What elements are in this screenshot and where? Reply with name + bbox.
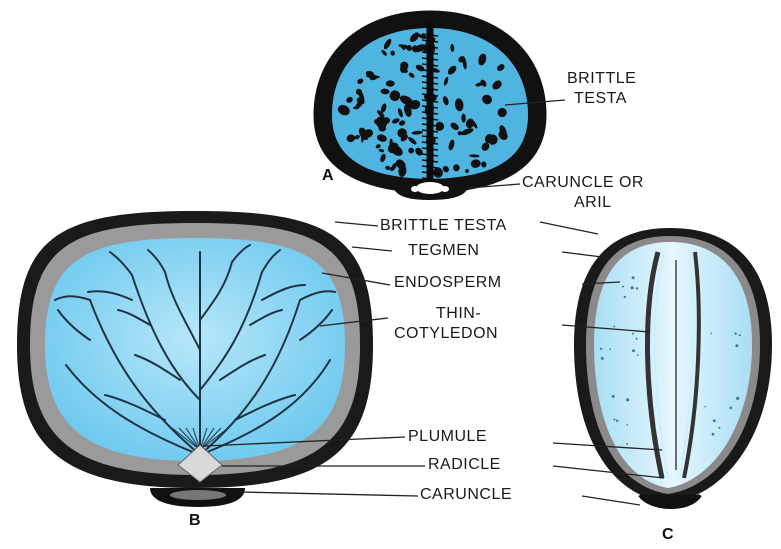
label-thin-cotyledon-line2: COTYLEDON <box>394 325 498 343</box>
label-plumule: PLUMULE <box>408 428 487 446</box>
label-brittle-testa: BRITTLE TESTA <box>380 217 507 235</box>
label-brittle-testa-a-line2: TESTA <box>574 90 627 108</box>
label-caruncle-or-aril-line1: CARUNCLE OR <box>522 174 644 192</box>
seed-a-outer-view <box>315 12 545 200</box>
figure-letter-b: B <box>189 512 201 530</box>
figure-letter-c: C <box>662 526 674 544</box>
label-radicle: RADICLE <box>428 456 501 474</box>
figure-letter-a: A <box>322 167 334 185</box>
label-caruncle-or-aril-line2: ARIL <box>574 194 612 212</box>
seed-b-section <box>17 211 373 507</box>
label-endosperm: ENDOSPERM <box>394 274 502 292</box>
seed-c-section <box>574 228 772 507</box>
label-brittle-testa-a-line1: BRITTLE <box>567 70 636 88</box>
label-thin-cotyledon-line1: THIN- <box>436 305 481 323</box>
label-tegmen: TEGMEN <box>408 242 479 260</box>
label-caruncle: CARUNCLE <box>420 486 512 504</box>
